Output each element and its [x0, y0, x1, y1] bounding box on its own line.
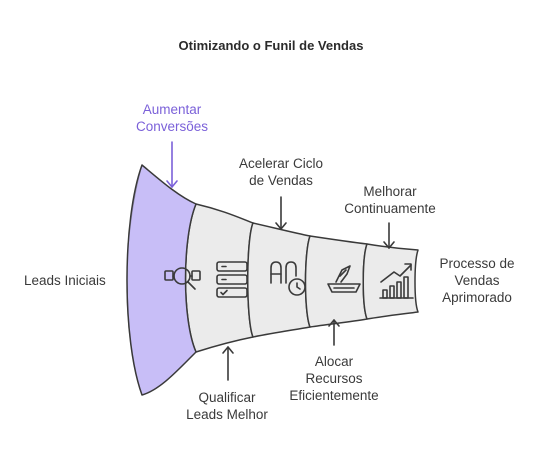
label-acelerar-ciclo: Acelerar Ciclo de Vendas: [226, 155, 336, 189]
arrow-melhorar: [383, 222, 395, 249]
label-leads-iniciais: Leads Iniciais: [24, 273, 106, 288]
label-qualificar-leads: Qualificar Leads Melhor: [172, 389, 282, 423]
label-line: Qualificar: [198, 390, 256, 405]
arrow-acelerar: [275, 196, 287, 230]
funnel-segment-qualificar: [184, 203, 254, 353]
label-line: Recursos: [305, 371, 363, 386]
label-line: Acelerar Ciclo: [238, 156, 324, 171]
growth-chart-icon: [379, 263, 414, 299]
label-line: Melhorar: [363, 184, 417, 199]
label-line: Continuamente: [344, 201, 436, 216]
label-line: Alocar: [314, 354, 354, 369]
label-processo-aprimorado: Processo de Vendas Aprimorado: [432, 255, 522, 306]
label-line: de Vendas: [249, 173, 313, 188]
label-line: Processo de: [439, 256, 515, 271]
label-line: Vendas: [454, 273, 500, 288]
arrow-qualificar: [222, 346, 234, 381]
label-line: Aumentar: [142, 102, 202, 117]
label-aumentar-conversoes: Aumentar Conversões: [126, 101, 218, 135]
label-line: Aprimorado: [442, 290, 512, 305]
label-line: Conversões: [135, 119, 209, 134]
label-line: Eficientemente: [289, 388, 379, 403]
list-icon: [216, 261, 248, 298]
scale-icon: [327, 265, 361, 293]
magnifier-icon: [164, 267, 201, 290]
clock-icon: [270, 261, 306, 296]
funnel-segment-melhorar: [362, 243, 419, 320]
funnel-mouth: [126, 164, 197, 396]
arrow-alocar: [328, 319, 340, 346]
arrow-aumentar: [166, 141, 178, 188]
page-title: Otimizando o Funil de Vendas: [178, 38, 364, 53]
label-alocar-recursos: Alocar Recursos Eficientemente: [278, 353, 390, 404]
label-line: Leads Melhor: [186, 407, 268, 422]
label-melhorar-continuamente: Melhorar Continuamente: [330, 183, 450, 217]
